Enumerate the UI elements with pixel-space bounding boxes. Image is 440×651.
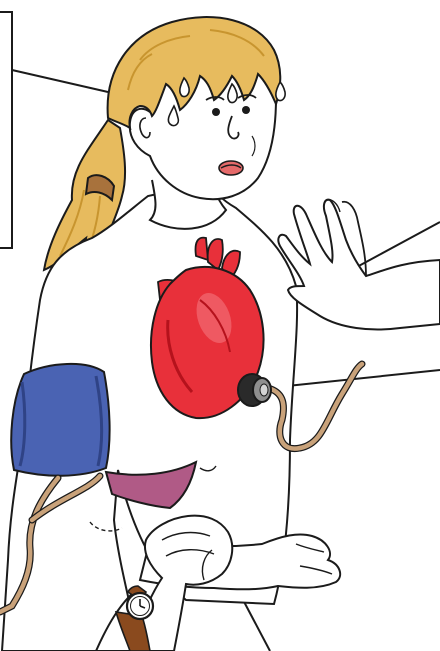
- left-callout-box: [0, 12, 12, 248]
- right-eye: [242, 106, 250, 114]
- mouth: [219, 161, 243, 175]
- blood-pressure-cuff: [11, 364, 109, 476]
- examiner-hand: [278, 200, 440, 330]
- left-eye: [212, 108, 220, 116]
- stethoscope-chestpiece: [238, 374, 271, 406]
- head: [108, 17, 281, 199]
- leader-line-hair: [12, 70, 108, 92]
